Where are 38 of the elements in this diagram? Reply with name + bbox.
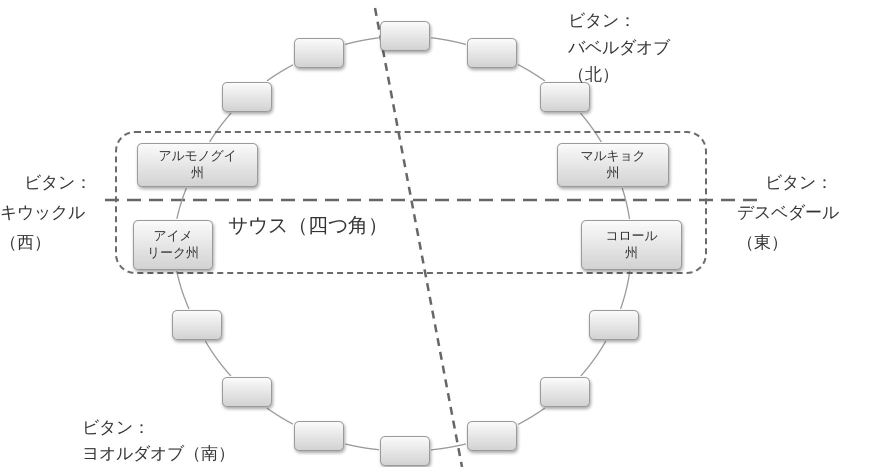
ring-line <box>430 443 466 450</box>
rounded-box <box>172 310 222 340</box>
direction-label: ビタン：デスベダール（東） <box>737 172 839 255</box>
state-box: アイメリーク州 <box>133 220 213 270</box>
direction-label: ビタン：バベルダオブ（北） <box>568 10 670 87</box>
rounded-box <box>222 377 272 407</box>
ring-line <box>176 188 187 220</box>
ring-line <box>622 188 630 220</box>
ring-line <box>344 37 380 46</box>
rounded-box <box>467 38 517 68</box>
state-box: アルモノグイ州 <box>137 143 258 187</box>
rounded-box <box>467 421 517 451</box>
ring-line <box>176 270 190 310</box>
rounded-box <box>294 38 344 68</box>
dashed-region <box>115 131 707 274</box>
rounded-box <box>380 436 430 466</box>
ring-line <box>580 340 606 376</box>
ring-line <box>518 64 546 82</box>
region-label: サウス（四つ角） <box>228 212 388 239</box>
state-box: マルキョク州 <box>557 143 669 187</box>
state-box: コロール州 <box>581 220 682 270</box>
direction-label: ビタン：キウックル（西） <box>0 172 92 255</box>
rounded-box <box>294 421 344 451</box>
rounded-box <box>222 82 272 112</box>
direction-label: ビタン：ヨオルダオブ（南） <box>82 417 235 466</box>
ring-line <box>430 37 466 46</box>
ring-line <box>204 340 232 376</box>
ring-line <box>209 112 232 142</box>
rounded-box <box>380 21 430 51</box>
rounded-box <box>540 82 590 112</box>
rounded-box <box>589 310 639 340</box>
ring-line <box>620 270 630 310</box>
ring-line <box>518 407 546 425</box>
ring-line <box>344 443 380 450</box>
ring-line <box>580 112 602 142</box>
ring-line <box>266 64 294 82</box>
rounded-box <box>540 377 590 407</box>
ring-line <box>266 408 294 425</box>
